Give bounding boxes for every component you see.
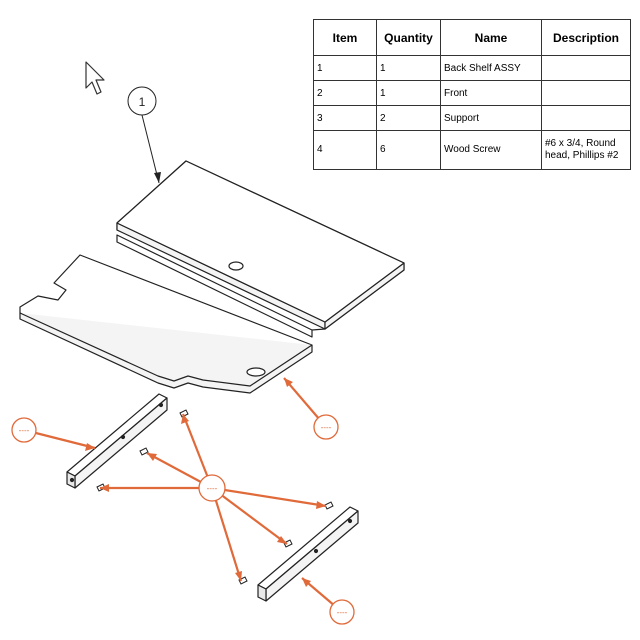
callout-balloon-left-label: ----: [19, 426, 30, 435]
wood-screws: [96, 409, 334, 585]
bom-cell-name: Wood Screw: [440, 130, 542, 170]
bom-cell-quantity: 1: [376, 55, 441, 81]
bom-header-item: Item: [313, 19, 377, 56]
bom-cell-item: 3: [313, 105, 377, 131]
bom-header-row: Item Quantity Name Description: [313, 19, 631, 56]
support-right: [257, 506, 359, 602]
bom-cell-name: Support: [440, 105, 542, 131]
shelf-lower-board: [116, 234, 326, 338]
bom-cell-quantity: 1: [376, 80, 441, 106]
support-left: [66, 393, 168, 489]
bom-row: 2 1 Front: [313, 80, 631, 106]
callout-arrows: [23, 377, 343, 613]
callout-balloon-front: ----: [313, 414, 339, 440]
bom-header-description: Description: [541, 19, 631, 56]
bom-cell-description: [541, 55, 631, 81]
bom-cell-quantity: 2: [376, 105, 441, 131]
callout-balloon-left: ----: [11, 417, 37, 443]
bom-cell-quantity: 6: [376, 130, 441, 170]
item-balloon-1: 1: [127, 86, 161, 184]
bom-row: 1 1 Back Shelf ASSY: [313, 55, 631, 81]
bom-header-quantity: Quantity: [376, 19, 441, 56]
bom-cell-item: 1: [313, 55, 377, 81]
bom-cell-name: Back Shelf ASSY: [440, 55, 542, 81]
bom-cell-name: Front: [440, 80, 542, 106]
item-balloon-1-label: 1: [139, 95, 146, 109]
mouse-pointer-icon[interactable]: [85, 61, 105, 95]
front-board: [19, 254, 313, 394]
bom-cell-description: [541, 80, 631, 106]
shelf-hole: [228, 261, 244, 271]
callout-balloon-bottom: ----: [329, 599, 355, 625]
bom-cell-item: 2: [313, 80, 377, 106]
bom-header-name: Name: [440, 19, 542, 56]
bom-row: 4 6 Wood Screw #6 x 3/4, Round head, Phi…: [313, 130, 631, 170]
bill-of-materials-table: Item Quantity Name Description 1 1 Back …: [313, 19, 631, 170]
bom-cell-item: 4: [313, 130, 377, 170]
callout-balloon-center: ----: [198, 474, 226, 502]
callout-balloon-bottom-label: ----: [337, 608, 348, 617]
front-board-hole: [246, 367, 266, 377]
callout-balloon-front-label: ----: [321, 423, 332, 432]
callout-balloon-center-label: ----: [207, 484, 218, 493]
bom-row: 3 2 Support: [313, 105, 631, 131]
bom-cell-description: #6 x 3/4, Round head, Phillips #2: [541, 130, 631, 170]
bom-cell-description: [541, 105, 631, 131]
